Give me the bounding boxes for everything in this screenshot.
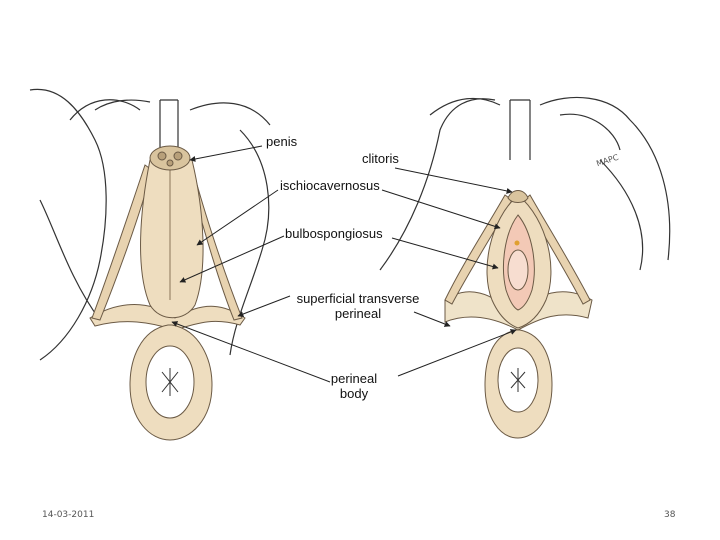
male-corpus-left <box>157 151 167 161</box>
leader-bulbospongiosus-female <box>391 237 499 270</box>
male-bulbospongiosus-muscle <box>140 159 204 319</box>
male-anus-mark <box>161 368 179 396</box>
label-perineal-body-line1: perineal <box>330 371 378 386</box>
female-right-thigh-outline <box>539 96 671 261</box>
label-superficial-transverse-line1: superficial transverse <box>296 291 420 306</box>
label-bulbospongiosus: bulbospongiosus <box>285 226 383 241</box>
female-anus-mark <box>510 368 526 392</box>
male-corpus-right <box>173 151 183 161</box>
male-muscles <box>89 145 246 441</box>
slide-date: 14-03-2011 <box>42 510 95 520</box>
female-left-thigh-outline <box>379 98 496 271</box>
male-left-fold-outline <box>94 99 151 111</box>
leader-superficial-transverse-female <box>413 311 451 327</box>
male-left-thigh-outline <box>29 88 107 361</box>
label-penis: penis <box>266 134 298 149</box>
leader-lines <box>171 145 517 383</box>
leader-ischiocavernosus-male <box>196 189 279 246</box>
leader-bulbospongiosus-male <box>179 235 285 283</box>
leader-perineal-body-male <box>171 321 331 383</box>
female-right-fold-outline <box>559 113 621 151</box>
label-superficial-transverse-line2: perineal <box>334 306 382 321</box>
slide-page-number: 38 <box>664 510 676 520</box>
label-perineal-body-line2: body <box>339 386 369 401</box>
label-ischiocavernosus: ischiocavernosus <box>280 178 380 193</box>
leader-perineal-body-female <box>397 329 517 377</box>
label-perineal-body: perineal body <box>322 371 386 401</box>
male-left-buttock-outline <box>69 99 141 121</box>
female-left-fold-outline <box>429 97 501 116</box>
female-muscles <box>444 190 593 439</box>
male-right-fold-outline <box>189 102 271 126</box>
male-perineum-figure <box>29 88 271 361</box>
female-perineum-figure <box>379 96 671 271</box>
male-ischiocavernosus-left <box>91 164 153 321</box>
female-clitoris <box>507 190 529 203</box>
label-clitoris: clitoris <box>362 151 399 166</box>
female-vaginal-opening <box>507 249 529 291</box>
female-right-inner-outline <box>599 159 644 271</box>
label-superficial-transverse-perineal: superficial transverse perineal <box>288 291 428 321</box>
male-left-inner-outline <box>39 199 101 321</box>
female-urethral-opening <box>514 240 520 246</box>
leader-penis <box>189 145 263 162</box>
leader-ischiocavernosus-female <box>381 189 501 230</box>
leader-superficial-transverse-male <box>237 295 291 317</box>
male-urethra <box>166 159 174 167</box>
leader-clitoris <box>394 167 513 194</box>
